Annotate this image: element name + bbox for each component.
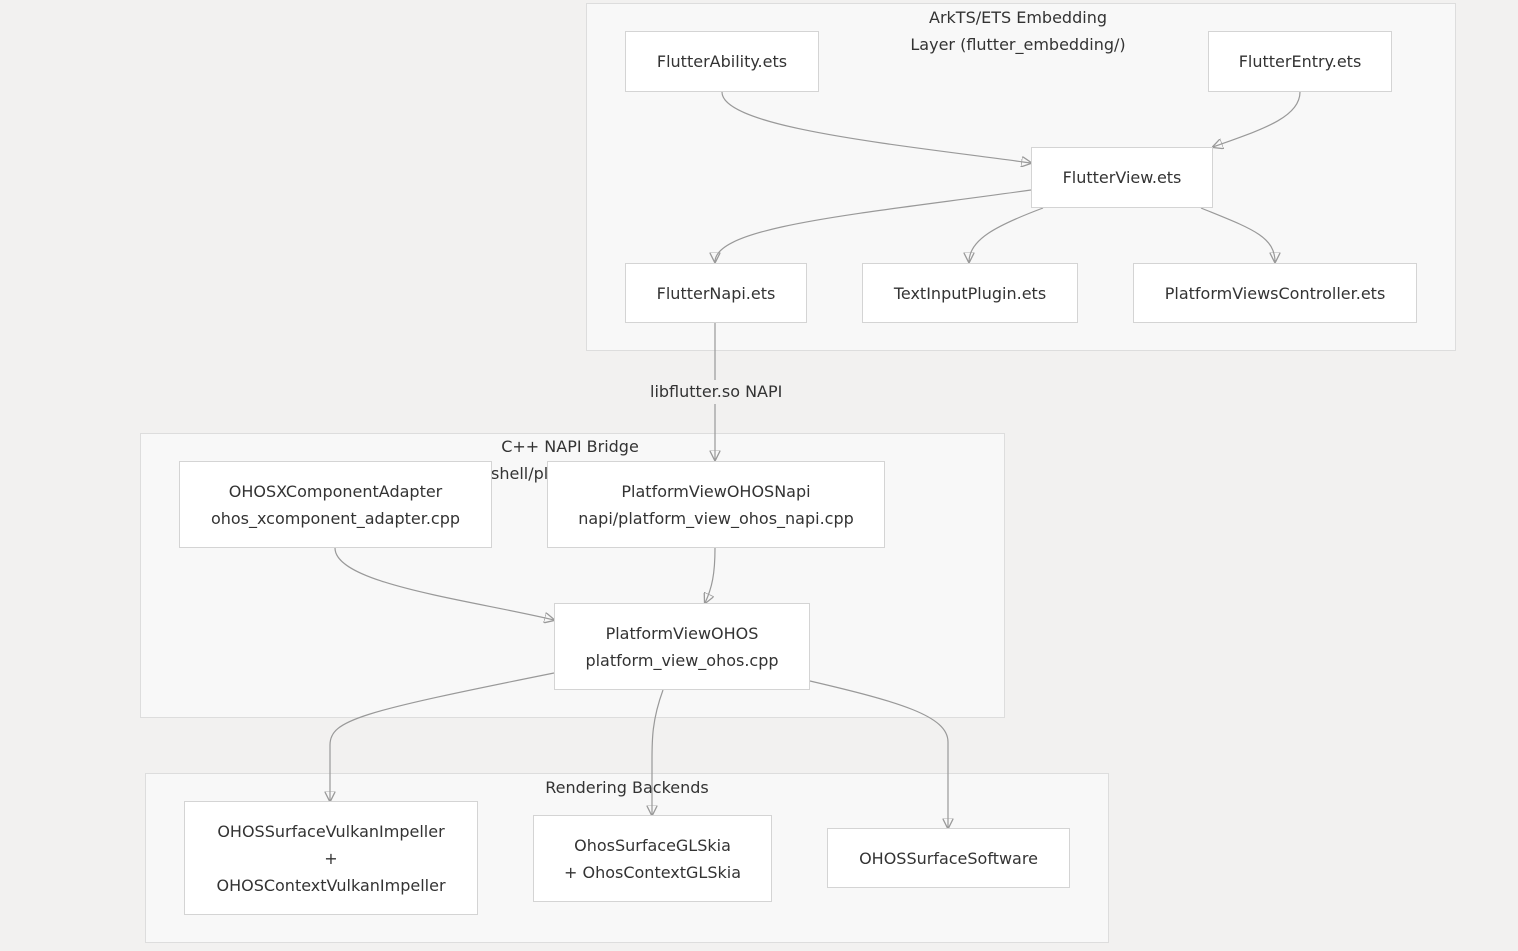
node-vulkan-impeller-line3: OHOSContextVulkanImpeller [216,875,446,895]
cluster-title-napi-bridge-line2: shell/pl [491,464,549,483]
node-platform-view-ohos-napi-line1: PlatformViewOHOSNapi [621,481,811,501]
cluster-title-embedding-line1: ArkTS/ETS Embedding [929,8,1107,27]
edge-label-libflutter-napi: libflutter.so NAPI [646,380,787,404]
edge-platformview-to-gl [652,689,664,815]
node-platform-views-controller[interactable]: PlatformViewsController.ets [1133,263,1417,323]
cluster-title-napi-bridge-line1: C++ NAPI Bridge [501,437,639,456]
node-surface-software[interactable]: OHOSSurfaceSoftware [827,828,1070,888]
node-vulkan-impeller[interactable]: OHOSSurfaceVulkanImpeller + OHOSContextV… [184,801,478,915]
node-flutter-entry-label: FlutterEntry.ets [1238,52,1362,71]
edge-napi-cpp-to-platformview [705,547,716,603]
node-xcomponent-adapter[interactable]: OHOSXComponentAdapter ohos_xcomponent_ad… [179,461,492,548]
edge-view-to-platformviews [1200,207,1275,262]
node-surface-software-label: OHOSSurfaceSoftware [859,848,1038,868]
node-flutter-ability-label: FlutterAbility.ets [656,52,788,71]
edge-adapter-to-platformview [334,547,554,620]
node-platform-view-ohos-napi[interactable]: PlatformViewOHOSNapi napi/platform_view_… [547,461,885,548]
node-xcomponent-adapter-line1: OHOSXComponentAdapter [228,481,443,501]
node-platform-view-ohos-line2: platform_view_ohos.cpp [585,650,779,670]
cluster-title-embedding-line2: Layer (flutter_embedding/) [910,35,1126,54]
node-flutter-view-label: FlutterView.ets [1062,168,1182,187]
node-text-input-plugin[interactable]: TextInputPlugin.ets [862,263,1078,323]
node-flutter-ability[interactable]: FlutterAbility.ets [625,31,819,92]
cluster-title-rendering-line1: Rendering Backends [545,778,709,797]
node-platform-view-ohos-line1: PlatformViewOHOS [605,623,759,643]
cluster-title-rendering: Rendering Backends [527,774,727,801]
node-flutter-napi-ets[interactable]: FlutterNapi.ets [625,263,807,323]
edge-ability-to-view [721,91,1031,163]
node-gl-skia-line1: OhosSurfaceGLSkia [574,835,731,855]
edge-view-to-napi-ets [715,189,1032,262]
node-platform-view-ohos[interactable]: PlatformViewOHOS platform_view_ohos.cpp [554,603,810,690]
node-flutter-napi-ets-label: FlutterNapi.ets [656,283,776,303]
edge-view-to-textinput [969,207,1044,262]
node-xcomponent-adapter-line2: ohos_xcomponent_adapter.cpp [210,508,461,528]
node-vulkan-impeller-line1: OHOSSurfaceVulkanImpeller [217,821,445,841]
node-flutter-view[interactable]: FlutterView.ets [1031,147,1213,208]
cluster-title-napi-bridge: C++ NAPI Bridge shell/pl [470,433,670,487]
node-platform-view-ohos-napi-line2: napi/platform_view_ohos_napi.cpp [578,508,854,528]
node-gl-skia-line2: + OhosContextGLSkia [563,862,741,882]
node-platform-views-controller-label: PlatformViewsController.ets [1164,283,1386,303]
edge-platformview-to-vulkan [330,672,555,801]
cluster-title-embedding: ArkTS/ETS Embedding Layer (flutter_embed… [868,4,1168,58]
node-text-input-plugin-label: TextInputPlugin.ets [893,283,1047,303]
edge-entry-to-view [1213,91,1301,147]
node-gl-skia[interactable]: OhosSurfaceGLSkia + OhosContextGLSkia [533,815,772,902]
node-flutter-entry[interactable]: FlutterEntry.ets [1208,31,1392,92]
edge-platformview-to-software [809,680,948,828]
node-vulkan-impeller-line2: + [324,848,338,868]
